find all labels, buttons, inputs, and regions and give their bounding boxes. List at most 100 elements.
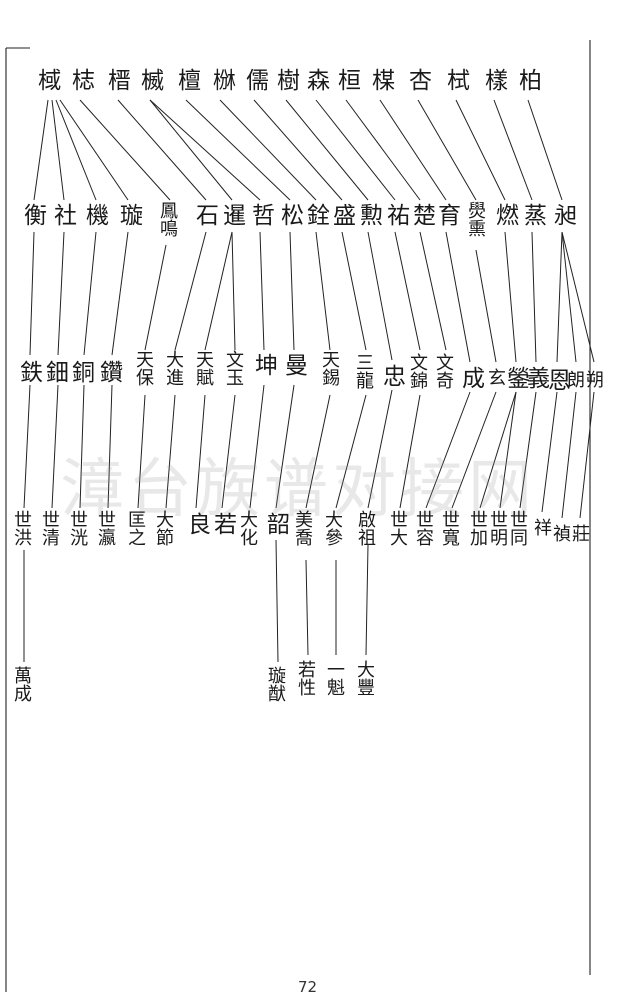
name-g5-5: 大豐 [357, 662, 375, 698]
lineage-link [541, 391, 558, 513]
name-g2-9: 松 [281, 203, 304, 229]
lineage-link [285, 99, 369, 201]
name-g3-16: 成 [462, 366, 485, 392]
lineage-link [57, 231, 65, 356]
name-g2-4: 璇 [120, 203, 143, 229]
lineage-link [55, 99, 97, 201]
name-g3-18: 鎣 [507, 366, 530, 392]
name-g5-1: 萬成 [14, 668, 32, 704]
lineage-link [107, 384, 113, 509]
name-g3-20: 恩 [548, 368, 571, 394]
name-g4-3-text: 世洸 [70, 510, 88, 549]
name-g1-13: 榗 [108, 68, 131, 94]
name-g4-3: 世洸 [70, 512, 88, 548]
name-g1-4: 杏 [409, 68, 432, 94]
lineage-link [417, 99, 477, 201]
lineage-link [341, 231, 367, 351]
name-g5-4: 一魁 [327, 662, 345, 698]
lineage-link [144, 244, 167, 351]
lineage-link [195, 394, 206, 509]
name-g3-11: 天錫 [322, 352, 340, 388]
lineage-link [259, 231, 265, 351]
lineage-link [399, 394, 421, 509]
name-g1-15: 棫 [38, 68, 61, 94]
name-g4-13-text: 啟祖 [358, 510, 376, 549]
lineage-link [455, 99, 506, 201]
lineage-link [475, 249, 497, 363]
lineage-link [137, 394, 146, 509]
lineage-link [561, 391, 577, 519]
name-g4-17-text: 世加 [470, 510, 488, 549]
lineage-link [83, 231, 97, 356]
lineage-link [149, 99, 261, 201]
name-g2-18: 蒸 [524, 203, 547, 229]
name-g3-7: 天賦 [196, 352, 214, 388]
name-g2-3: 機 [86, 203, 109, 229]
name-g1-11: 檀 [178, 68, 201, 94]
name-g1-7: 森 [307, 68, 330, 94]
lineage-link [479, 391, 517, 509]
name-g4-15: 世容 [416, 512, 434, 548]
name-g1-1: 柏 [519, 68, 542, 94]
name-g3-15: 文奇 [436, 355, 454, 391]
lineage-link [117, 99, 207, 201]
name-g2-17: 燃 [496, 203, 519, 229]
lineage-link [451, 391, 497, 509]
name-g4-12: 大參 [325, 512, 343, 548]
name-g3-15-text: 文奇 [436, 353, 454, 392]
lineage-link [204, 231, 233, 351]
lineage-link [305, 394, 331, 509]
name-g2-13: 祐 [387, 203, 410, 229]
name-g3-12-text: 三龍 [356, 353, 374, 392]
name-g4-10: 韶 [267, 512, 290, 538]
name-g3-11-text: 天錫 [322, 350, 340, 389]
lineage-link [79, 99, 171, 201]
name-g4-20: 祥 [534, 518, 552, 539]
name-g4-9: 大化 [240, 512, 258, 548]
name-g1-12: 楲 [141, 68, 164, 94]
lineage-link [419, 231, 447, 351]
name-g2-11: 盛 [333, 203, 356, 229]
name-g2-2: 社 [54, 203, 77, 229]
lineage-link [249, 384, 265, 509]
name-g4-2: 世清 [42, 512, 60, 548]
lineage-link [499, 391, 517, 509]
lineage-link [345, 99, 421, 201]
lineage-link [493, 99, 533, 201]
name-g3-6: 大進 [166, 352, 184, 388]
name-g1-2: 樣 [485, 68, 508, 94]
name-g4-2-text: 世清 [42, 510, 60, 549]
name-g4-6: 大節 [156, 512, 174, 548]
lineage-link [305, 559, 309, 656]
lineage-link [315, 231, 331, 351]
name-g2-5-text: 鳳鳴 [160, 201, 178, 240]
name-g3-5: 天保 [136, 352, 154, 388]
lineage-link [445, 231, 471, 363]
name-g2-5: 鳳鳴 [160, 203, 178, 239]
lineage-link [561, 231, 595, 363]
name-g3-19: 義 [527, 366, 550, 392]
name-g2-19: 昶 [554, 203, 577, 229]
name-g4-1-text: 世洪 [14, 510, 32, 549]
name-g4-1: 世洪 [14, 512, 32, 548]
lineage-link [579, 391, 595, 519]
name-g3-4: 鑽 [100, 360, 123, 386]
lineage-link [174, 231, 207, 351]
name-g2-7: 暹 [223, 203, 246, 229]
lineage-link [231, 231, 236, 351]
name-g2-1: 衡 [24, 203, 47, 229]
name-g4-5-text: 匡之 [128, 510, 146, 549]
name-g5-2: 璇猷 [268, 668, 286, 704]
name-g5-3-text: 若性 [298, 660, 316, 699]
lineage-link [29, 231, 35, 356]
name-g2-16: 燢熏 [468, 203, 486, 239]
name-g3-6-text: 大進 [166, 350, 184, 389]
name-g1-8: 樹 [277, 68, 300, 94]
name-g3-9: 坤 [255, 353, 278, 379]
name-g4-14-text: 世大 [390, 510, 408, 549]
name-g2-6: 石 [196, 203, 219, 229]
lineage-link [221, 394, 236, 509]
name-g4-17: 世加 [470, 512, 488, 548]
name-g1-10: 椕 [213, 68, 236, 94]
